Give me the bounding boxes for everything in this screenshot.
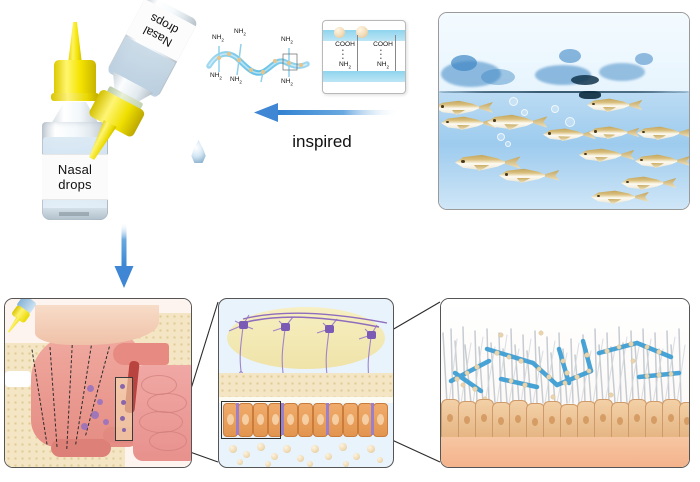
nasal-cavity-panel (4, 298, 192, 468)
lamina-propria (219, 397, 393, 403)
water-surface-line (439, 91, 689, 94)
polymer-chain-svg (206, 43, 310, 83)
underwater-region (439, 91, 689, 209)
nanoparticle-e4 (271, 453, 278, 460)
hydrogen-bonding-inset-box: COOH ••• NH2 COOH ••• NH2 (322, 20, 406, 94)
particle-2 (97, 399, 103, 405)
submucosa-layer (441, 437, 689, 467)
fish-5 (543, 127, 596, 142)
bottle-nozzle-icon (68, 22, 82, 64)
inspired-label: inspired (292, 132, 352, 151)
amine-label-inset-1: NH2 (338, 61, 352, 70)
fish-11 (499, 167, 560, 184)
epithelial-cell-layer (219, 403, 393, 437)
nanoparticle-e13 (265, 461, 271, 467)
arrow-inspired (252, 100, 402, 126)
nanoparticle-1 (334, 27, 345, 38)
nanoparticle-e12 (237, 459, 243, 465)
bond-stem-1 (357, 35, 358, 71)
splash-7 (635, 53, 653, 65)
nanoparticle-e2 (243, 451, 250, 458)
nanoparticle-e11 (367, 445, 375, 453)
fish-7 (637, 125, 689, 141)
nanoparticle-e9 (339, 443, 347, 451)
nanoparticle-e16 (377, 457, 383, 463)
olfactory-epithelium-panel (218, 298, 394, 468)
mucin-band-bottom (323, 71, 405, 82)
turbinate-lower (51, 439, 111, 457)
bottle-label-line2: drops (58, 177, 92, 192)
splash-6 (599, 63, 645, 81)
fish-4 (587, 97, 643, 113)
amine-label-4: NH2 (210, 72, 222, 81)
fish-12 (621, 175, 677, 191)
cribriform-highlight-box (115, 377, 133, 441)
nanoparticle-2 (356, 26, 368, 38)
bottle-label: Nasal drops (42, 154, 108, 200)
bottle-label-line1: Nasal (57, 162, 93, 177)
hydrogen-bond-dots-1: ••• (342, 48, 344, 62)
amine-label-5: NH2 (230, 76, 242, 85)
splash-2 (451, 55, 477, 71)
bubble-1 (509, 97, 518, 106)
nanoparticle-e15 (343, 461, 349, 467)
amine-label-1: NH2 (212, 34, 224, 43)
bottle-cap (51, 60, 99, 101)
fish-3 (487, 113, 548, 131)
turbinate-upper (113, 343, 169, 365)
fish-school-panel (438, 12, 690, 210)
splash-dark-2 (579, 91, 601, 99)
fish-8 (579, 147, 635, 163)
bottle-base (43, 208, 107, 220)
bubble-3 (551, 105, 559, 113)
nanoparticle-e1 (229, 445, 237, 453)
nanoparticle-e7 (311, 445, 319, 453)
amine-label-2: NH2 (234, 28, 246, 37)
amine-label-3: NH2 (281, 36, 293, 45)
nanoparticle-e5 (283, 445, 291, 453)
splash-dark (571, 75, 599, 85)
nanoparticle-e10 (353, 453, 360, 460)
cilia-mucoadhesion-panel (440, 298, 690, 468)
fish-9 (635, 153, 689, 169)
nanoparticle-e8 (325, 453, 332, 460)
cribriform-plate (219, 373, 393, 401)
hydrogen-bond-dots-2: ••• (380, 48, 382, 62)
nanoparticle-e3 (257, 443, 265, 451)
tooth-region (5, 371, 31, 387)
bubble-6 (505, 141, 511, 147)
bubble-5 (497, 133, 505, 141)
polymer-chain-structure: NH2 NH2 NH2 NH2 NH2 NH2 (205, 20, 325, 100)
brain-region (133, 365, 191, 461)
amine-label-inset-2: NH2 (376, 61, 390, 70)
carboxyl-label-2: COOH (373, 41, 393, 48)
amine-label-6: NH2 (281, 78, 293, 87)
particle-3 (91, 411, 99, 419)
fish-6 (589, 125, 640, 140)
nanoparticle-e14 (307, 461, 313, 467)
particle-5 (81, 423, 88, 430)
arrow-down-to-application (113, 222, 135, 290)
nanoparticle-e6 (297, 455, 304, 462)
particle-1 (87, 385, 94, 392)
particle-4 (103, 419, 109, 425)
liquid-droplet-icon (191, 140, 206, 164)
splash-3 (481, 69, 515, 85)
bubble-4 (565, 117, 575, 127)
fish-2 (441, 115, 497, 131)
bond-stem-2 (395, 35, 396, 71)
fish-13 (591, 189, 649, 205)
cilia-svg (442, 326, 686, 404)
epithelial-cell-row (441, 399, 689, 439)
arrow-down-svg (114, 222, 134, 288)
arrow-inspired-svg (254, 103, 400, 122)
epithelial-highlight-box (221, 401, 281, 439)
bubble-2 (521, 109, 528, 116)
carboxyl-label-1: COOH (335, 41, 355, 48)
fish-1 (439, 99, 493, 116)
splash-5 (559, 49, 581, 63)
